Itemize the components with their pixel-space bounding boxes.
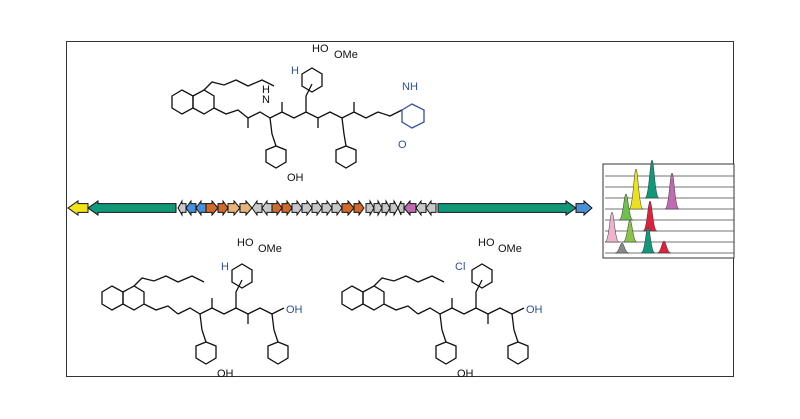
bl-hydrogen-label: H (221, 261, 229, 273)
hydrogen-label: H (291, 65, 299, 77)
gene-arrow (403, 199, 417, 217)
gene-arrow (331, 199, 343, 217)
gene-arrow (261, 199, 273, 217)
oxygen-label: O (398, 139, 407, 151)
gene-arrow (291, 199, 303, 217)
br-methoxy-label: OMe (498, 243, 522, 255)
gene-arrow (381, 199, 391, 217)
amide-n-label: N (262, 94, 270, 106)
chromatogram-peak (622, 219, 638, 243)
bl-hydroxyl-label: HO (237, 237, 254, 249)
gene-arrow (365, 199, 375, 217)
chromatogram-peak (642, 200, 658, 232)
gene-arrow (437, 200, 577, 216)
chromatogram-peak (614, 242, 630, 254)
chromatogram-peak (618, 193, 634, 221)
br-phenol-label: OH (457, 368, 474, 380)
chromatogram-peak (640, 226, 656, 254)
chromatogram-panel (602, 159, 735, 259)
gene-arrow (311, 199, 323, 217)
bl-phenol-label: OH (217, 368, 234, 380)
gene-cluster (67, 199, 593, 217)
amide-h-label: H (262, 84, 270, 96)
gene-arrow (301, 199, 313, 217)
br-chloro-label: Cl (455, 261, 465, 273)
gene-arrow (321, 199, 333, 217)
chromatogram-peak (664, 172, 680, 210)
gene-arrow (415, 199, 427, 217)
chromatogram-peak (628, 168, 644, 210)
gene-arrow (217, 199, 229, 217)
gene-arrow (205, 199, 219, 217)
bl-methoxy-label: OMe (258, 243, 282, 255)
bl-carboxyl-label: OH (286, 304, 303, 316)
chromatogram-peak (644, 159, 660, 199)
gene-arrow (239, 199, 253, 217)
gene-arrow (389, 199, 399, 217)
gene-arrow (397, 200, 405, 216)
gene-arrow (575, 199, 593, 217)
gene-arrow (373, 199, 383, 217)
gene-arrow (341, 199, 355, 217)
gene-arrow (87, 200, 177, 216)
phenol-label: OH (287, 172, 304, 184)
molecule-top (171, 67, 425, 169)
br-hydroxyl-label: HO (478, 237, 495, 249)
br-carboxyl-label: OH (526, 304, 543, 316)
gene-arrow (425, 199, 437, 217)
molecule-bottom-left (101, 263, 289, 365)
gene-arrow (195, 199, 207, 217)
gene-arrow (281, 199, 293, 217)
gene-arrow (251, 199, 263, 217)
chromatogram-peak (656, 240, 672, 254)
gene-arrow (353, 199, 365, 217)
hydroxyl-label: HO (312, 43, 329, 55)
gene-arrow (227, 199, 241, 217)
chromatogram-peak (604, 211, 620, 243)
nh-label: NH (402, 81, 418, 93)
gene-arrow (177, 199, 187, 217)
gene-arrow (271, 199, 283, 217)
gene-arrow (185, 199, 197, 217)
gene-arrow (67, 200, 89, 216)
molecule-bottom-right (341, 263, 529, 365)
methoxy-label: OMe (334, 49, 358, 61)
